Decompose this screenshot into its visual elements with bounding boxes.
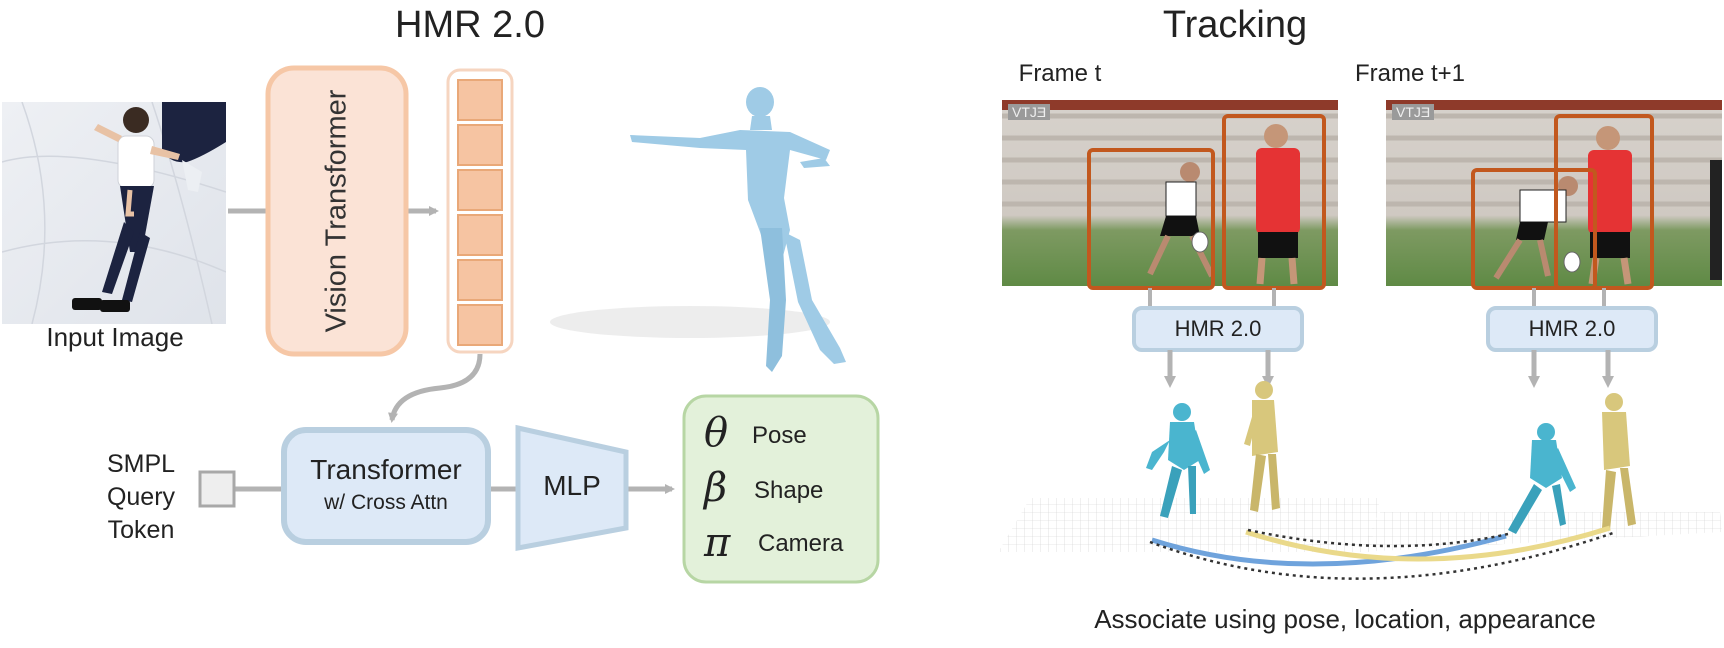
track-yellow-curve <box>1245 525 1611 562</box>
person-cyan-frame-t1 <box>1508 423 1576 534</box>
image-token <box>457 124 503 166</box>
theta-symbol: θ <box>704 410 729 456</box>
camera-label: Camera <box>758 530 844 557</box>
frame-t1-watermark: VTJƎ <box>1392 104 1435 120</box>
frame-t-watermark: VTJƎ <box>1008 104 1051 120</box>
transformer-box <box>281 427 491 545</box>
hmr-box-frame-t <box>1132 306 1304 352</box>
query-line-3: Token <box>107 516 175 544</box>
output-shape: β Shape <box>704 465 874 515</box>
outputs-box <box>682 394 880 584</box>
hmr-architecture <box>198 65 880 584</box>
image-token <box>457 304 503 346</box>
smpl-query-token <box>198 470 236 508</box>
image-token <box>457 169 503 211</box>
frame-t1-label: Frame t+1 <box>1354 60 1466 87</box>
tracking-caption: Associate using pose, location, appearan… <box>1094 604 1596 634</box>
image-token <box>457 259 503 301</box>
frame-t1-image <box>1386 100 1722 290</box>
smpl-query-label: SMPL Query Token <box>96 448 186 547</box>
image-token <box>457 214 503 256</box>
person-yellow-frame-t <box>1244 381 1280 512</box>
person-yellow-frame-t1 <box>1602 393 1636 530</box>
ground-grid <box>998 498 1380 552</box>
hmr-title: HMR 2.0 <box>395 4 545 46</box>
tracking-title: Tracking <box>1162 4 1308 46</box>
query-line-1: SMPL <box>106 450 176 478</box>
dotted-curve-1 <box>1149 530 1617 580</box>
arrow-tokens-to-transformer <box>388 353 483 423</box>
frame-t-image <box>1002 100 1338 290</box>
hmr-box-frame-t1 <box>1486 306 1658 352</box>
predicted-body-mesh <box>550 87 846 372</box>
mlp-block <box>515 424 629 552</box>
shape-label: Shape <box>754 477 824 504</box>
transformer-sublabel: w/ Cross Attn <box>324 491 448 514</box>
frame-t-label: Frame t <box>1018 60 1102 87</box>
track-blue-curve <box>1151 533 1507 567</box>
output-pose: θ Pose <box>704 410 874 460</box>
dotted-curve-2 <box>1247 528 1509 548</box>
hmr-label-frame-t1: HMR 2.0 <box>1528 316 1616 341</box>
input-image <box>1 101 227 325</box>
query-line-2: Query <box>106 483 176 511</box>
vision-transformer-box <box>265 65 409 357</box>
output-camera: π Camera <box>704 520 874 570</box>
input-image-caption: Input Image <box>46 322 184 352</box>
image-token <box>457 79 503 121</box>
person-cyan-frame-t <box>1146 403 1210 518</box>
mlp-label: MLP <box>543 470 601 501</box>
beta-symbol: β <box>704 465 728 511</box>
transformer-label: Transformer <box>310 454 462 485</box>
pi-symbol: π <box>704 520 731 566</box>
pose-label: Pose <box>752 422 807 449</box>
hmr-label-frame-t: HMR 2.0 <box>1174 316 1262 341</box>
